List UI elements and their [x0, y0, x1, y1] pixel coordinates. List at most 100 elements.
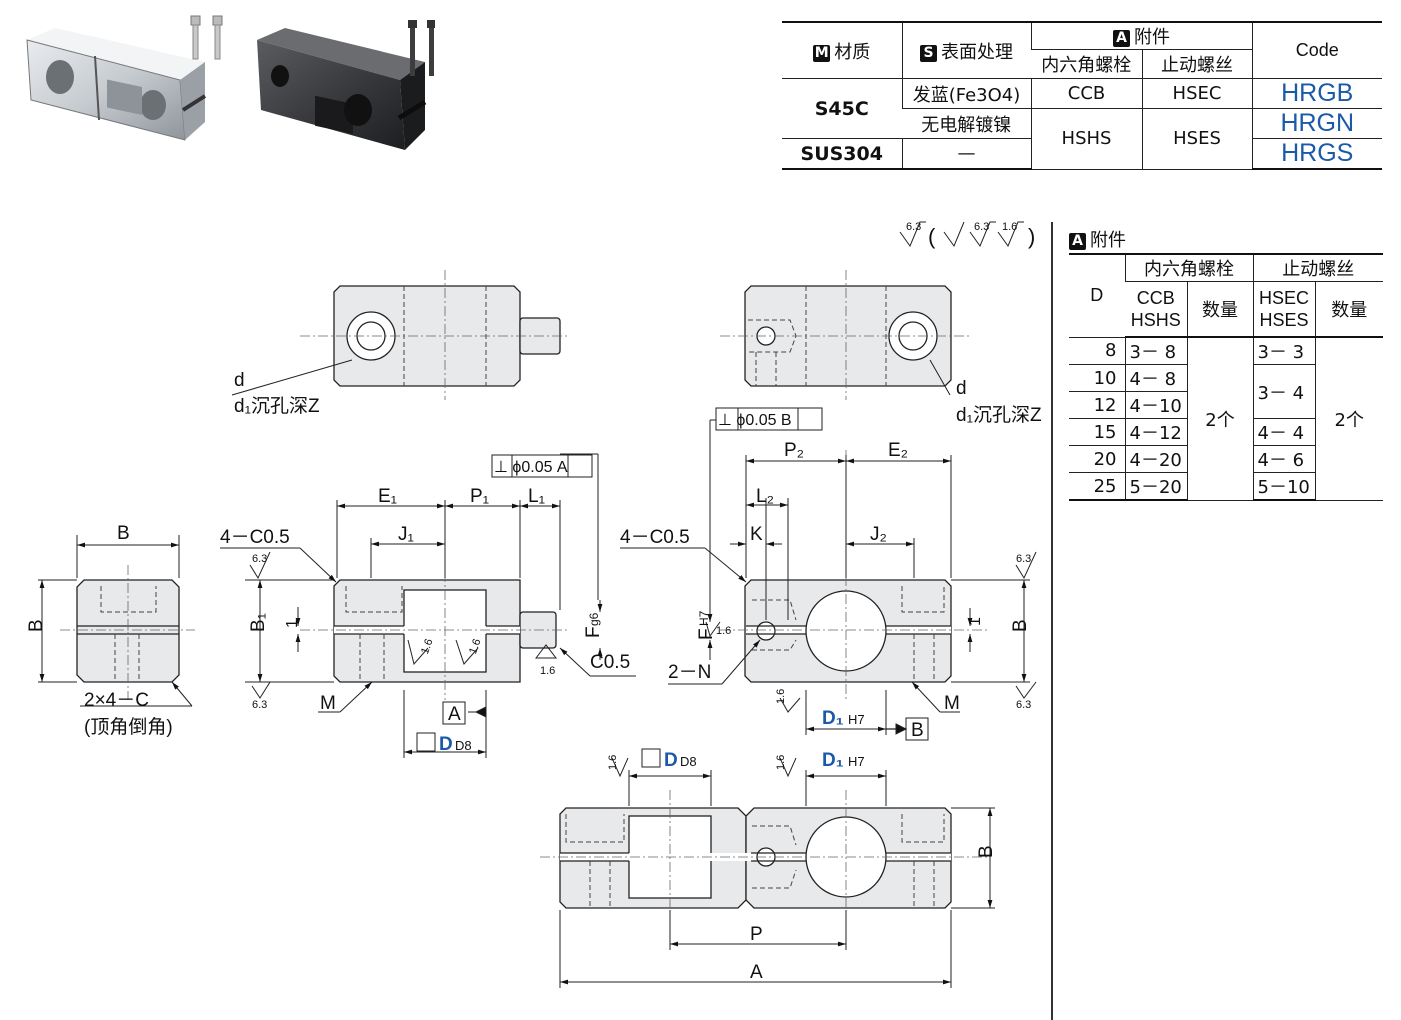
a-label: A — [750, 962, 763, 983]
fh7-sub: H7 — [697, 610, 711, 626]
screw-qty-cell: 2个 — [1314, 337, 1383, 501]
d-label-right: d — [956, 378, 967, 399]
surface-cell: — — [901, 138, 1031, 170]
surface-cell: 无电解镀镍 — [902, 108, 1031, 139]
roughness-16-shaft: 1.6 — [540, 665, 555, 677]
p2-label: P₂ — [784, 440, 804, 461]
d1-blue-label: D₁ — [822, 708, 844, 729]
d-cell: 8 — [1069, 337, 1125, 365]
l2-label: L₂ — [756, 486, 774, 507]
b1-label: B₁ — [248, 613, 269, 632]
corner-label: 2×4－C — [84, 690, 149, 711]
d-cell: 15 — [1069, 418, 1125, 446]
black-clamp-photo — [257, 28, 427, 150]
e1-label: E₁ — [378, 486, 397, 507]
screw-cell: 3－ 4 — [1252, 364, 1315, 419]
screw-cell: 4－ 6 — [1252, 445, 1315, 473]
p1-label: P₁ — [470, 486, 489, 507]
roughness-16-square: 1.6 — [607, 755, 619, 770]
stainless-clamp-photo — [26, 28, 207, 141]
l1-label: L₁ — [528, 486, 545, 507]
m-label-left: M — [320, 693, 336, 714]
material-cell: SUS304 — [782, 138, 902, 170]
roughness-sub2: 1.6 — [1002, 221, 1017, 233]
surface-cell: 发蓝(Fe3O4) — [901, 78, 1031, 109]
chamfer-right-label: 4－C0.5 — [620, 527, 690, 548]
roughness-16-round: 1.6 — [775, 755, 787, 770]
paren-close-label: ) — [1028, 224, 1035, 249]
one-label: 1 — [284, 619, 301, 628]
roughness-63-left: 6.3 — [252, 553, 267, 565]
bolt-cell: 4－20 — [1124, 445, 1187, 473]
h7-label: H7 — [848, 712, 865, 727]
fg6-sub: g6 — [587, 612, 601, 626]
bolt-cell: 3－ 8 — [1124, 337, 1187, 365]
side-view-body — [76, 579, 180, 683]
hex-bolt-header: 内六角螺栓 — [1124, 253, 1253, 282]
set-screw-header: 止动螺丝 — [1141, 49, 1252, 79]
datum-b-label: B — [911, 720, 924, 741]
set-cell: HSEC — [1141, 78, 1252, 109]
screws-black-photo — [408, 20, 435, 76]
b-label-right: B — [1010, 619, 1031, 632]
d-square-label: D — [439, 734, 453, 755]
d1-label: d₁沉孔深Z — [234, 395, 320, 417]
d1-assembly-label: D₁ — [822, 750, 844, 771]
paren-open-label: ( — [928, 224, 936, 249]
perp-a-label: ⊥ ϕ0.05 A — [494, 459, 568, 476]
d-cell: 12 — [1069, 391, 1125, 419]
b-label-assembly: B — [976, 845, 997, 858]
roughness-16-hole-a: 1.6 — [419, 637, 436, 655]
product-photos — [26, 15, 435, 150]
roughness-63-left-bottom: 6.3 — [252, 699, 267, 711]
one-label-right: 1 — [967, 617, 984, 626]
set-screw-header: 止动螺丝 — [1252, 253, 1383, 282]
k-label: K — [750, 524, 763, 545]
roughness-16-hole-b: 1.6 — [467, 637, 484, 655]
screws-silver-photo — [190, 15, 223, 60]
d-cell: 25 — [1069, 472, 1125, 501]
corner-note: (顶角倒角) — [84, 716, 173, 738]
d-cell: 20 — [1069, 445, 1125, 473]
bolt-qty-cell: 2个 — [1186, 337, 1253, 501]
datum-a-label: A — [448, 704, 461, 725]
code-link[interactable]: HRGS — [1251, 138, 1382, 170]
code-header: Code — [1251, 21, 1382, 79]
m-label-right: M — [944, 693, 960, 714]
bolt-cell: 4－ 8 — [1124, 364, 1187, 392]
roughness-63-right: 6.3 — [1016, 553, 1031, 565]
bolt-cell: 4－10 — [1124, 391, 1187, 419]
fg6-label: F — [583, 626, 604, 638]
screw-qty-header: 数量 — [1314, 281, 1383, 338]
j1-label: J₁ — [398, 524, 414, 545]
p-label: P — [750, 924, 763, 945]
b-label-side: B — [117, 523, 130, 544]
d-square-assembly-label: D — [664, 750, 678, 771]
fh7-label: F — [696, 628, 717, 640]
hex-cell: CCB — [1030, 78, 1142, 109]
d-cell: 10 — [1069, 364, 1125, 392]
j2-label: J₂ — [870, 524, 887, 545]
chamfer-left-label: 4－C0.5 — [220, 527, 290, 548]
perp-b-label: ⊥ ϕ0.05 B — [718, 412, 792, 429]
code-link[interactable]: HRGN — [1251, 108, 1382, 139]
d-label: d — [234, 370, 245, 391]
screw-cell: 5－10 — [1252, 472, 1315, 501]
technical-drawing: 6.3 ( 6.3 1.6 ) d d₁沉孔深Z d d₁沉孔深Z B B 2×… — [26, 221, 1042, 988]
divider — [1051, 222, 1053, 1020]
h7-assembly-label: H7 — [848, 754, 865, 769]
code-link[interactable]: HRGB — [1251, 78, 1382, 109]
roughness-16-f: 1.6 — [716, 625, 731, 637]
c05-label: C0.5 — [590, 652, 630, 673]
roughness-sub1: 6.3 — [974, 221, 989, 233]
screw-cell: 4－ 4 — [1252, 418, 1315, 446]
d-header: D — [1069, 253, 1125, 338]
roughness-63-right-bottom: 6.3 — [1016, 699, 1031, 711]
